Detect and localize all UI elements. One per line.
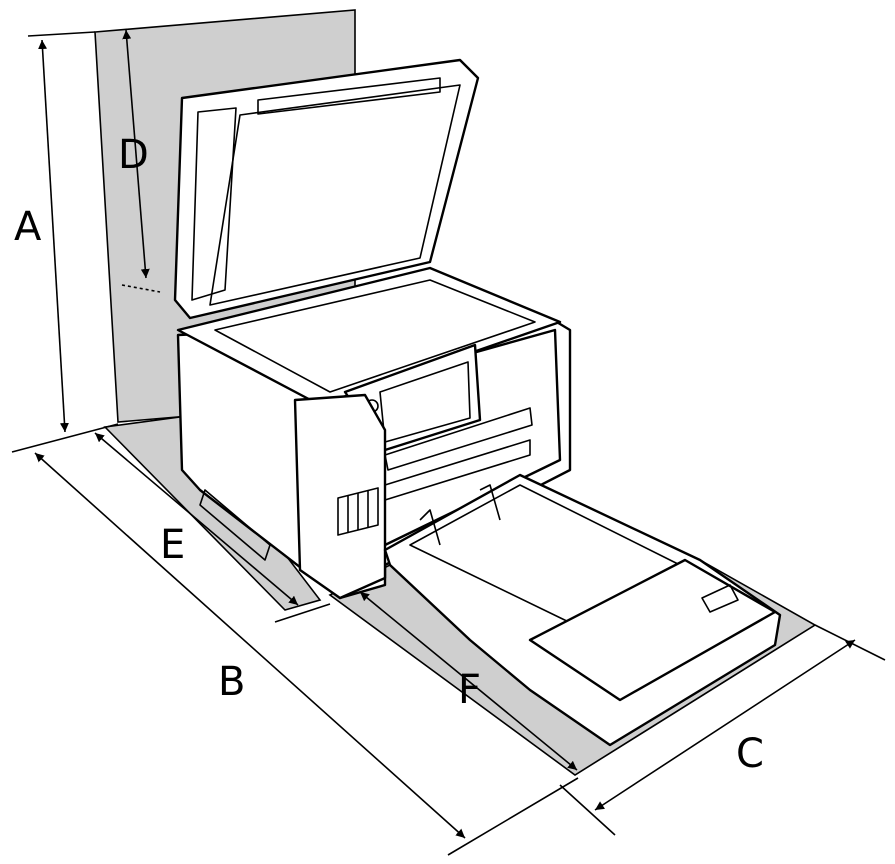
label-f: F bbox=[458, 667, 481, 713]
ink-tank-unit bbox=[293, 393, 387, 600]
dimension-line-a bbox=[38, 39, 69, 433]
dimension-labels: A D E B F C bbox=[14, 132, 764, 777]
label-e: E bbox=[160, 522, 185, 568]
document-feeder bbox=[257, 77, 441, 115]
cassette-handle bbox=[701, 584, 739, 613]
scanner-glass bbox=[214, 279, 536, 393]
label-d: D bbox=[118, 132, 149, 178]
lid-hinge-side bbox=[191, 107, 237, 301]
label-b: B bbox=[218, 659, 245, 705]
dimension-line-f bbox=[359, 591, 578, 771]
label-c: C bbox=[736, 731, 764, 777]
scanner-lid bbox=[173, 58, 480, 320]
scanner-lid-inner bbox=[209, 84, 461, 306]
dimension-line-c bbox=[594, 639, 856, 811]
dimension-line-e bbox=[94, 432, 299, 606]
printer-illustration bbox=[173, 58, 782, 747]
cassette-cover bbox=[528, 558, 777, 702]
label-a: A bbox=[14, 204, 42, 250]
scanner-bed bbox=[176, 266, 562, 407]
dimension-line-d bbox=[122, 29, 150, 279]
dimension-lines bbox=[11, 29, 886, 856]
